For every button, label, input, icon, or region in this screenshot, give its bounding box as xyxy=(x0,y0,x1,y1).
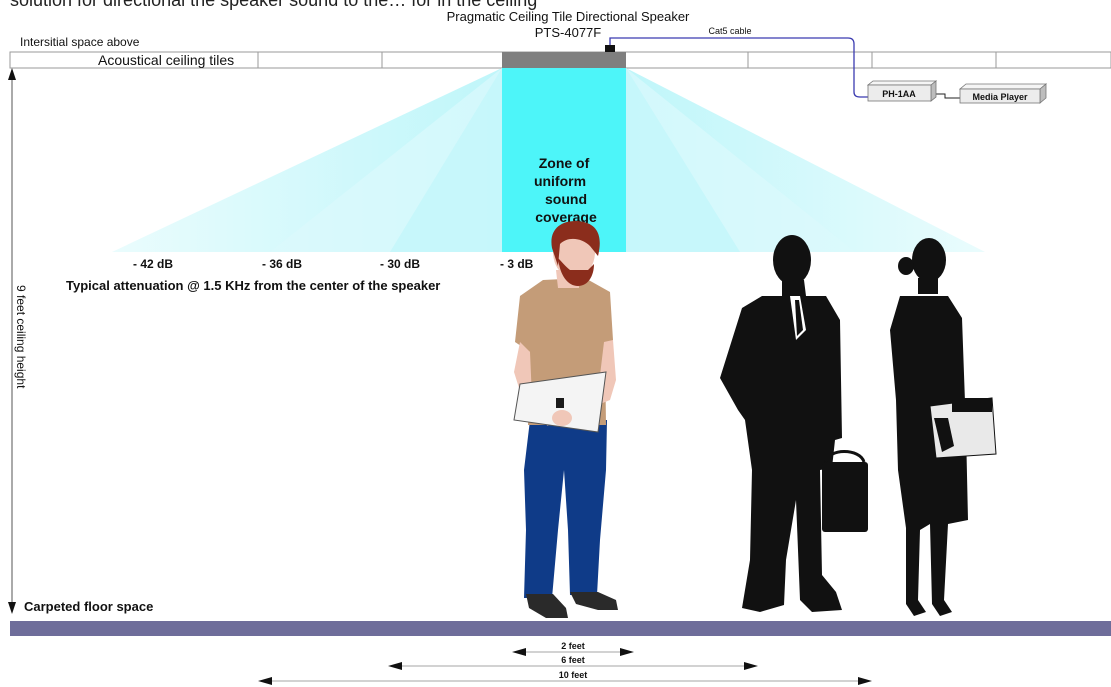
cat5-cable xyxy=(609,37,872,98)
ceiling-speaker xyxy=(502,52,626,68)
interstitial-label: Intersitial space above xyxy=(20,35,140,49)
attenuation-42: - 42 dB xyxy=(133,257,173,271)
attenuation-30: - 30 dB xyxy=(380,257,420,271)
svg-text:uniform: uniform xyxy=(534,173,586,189)
ceiling-height-arrow xyxy=(8,68,16,614)
cable-label: Cat5 cable xyxy=(708,26,751,36)
link-line xyxy=(928,93,960,99)
sound-beams xyxy=(112,68,985,252)
businesswoman-silhouette xyxy=(890,238,997,616)
dimension-6-feet-label: 6 feet xyxy=(561,655,585,665)
speaker-model: PTS-4077F xyxy=(535,25,602,40)
svg-text:sound: sound xyxy=(545,191,587,207)
dimension-10-feet-label: 10 feet xyxy=(559,670,588,680)
ceiling-height-label: 9 feet ceiling height xyxy=(14,285,28,389)
dimension-2-feet-label: 2 feet xyxy=(561,641,585,651)
attenuation-labels: - 42 dB - 36 dB - 30 dB - 3 dB xyxy=(133,257,534,271)
attenuation-3: - 3 dB xyxy=(500,257,534,271)
floor-label: Carpeted floor space xyxy=(24,599,153,614)
dimension-2-feet xyxy=(512,648,634,656)
zone-of-uniform-coverage xyxy=(502,68,626,252)
diagram-title: Pragmatic Ceiling Tile Directional Speak… xyxy=(447,9,690,24)
media-player-box: Media Player xyxy=(958,83,1048,104)
carpeted-floor xyxy=(10,621,1111,636)
media-player-label: Media Player xyxy=(972,92,1028,102)
man-with-laptop-figure xyxy=(513,221,618,618)
attenuation-note: Typical attenuation @ 1.5 KHz from the c… xyxy=(66,278,440,293)
businessman-silhouette xyxy=(720,235,868,612)
zone-label: Zone of uniform sound coverage xyxy=(534,155,597,225)
svg-text:Zone of: Zone of xyxy=(539,155,590,171)
speaker-connector xyxy=(605,45,615,52)
svg-text:coverage: coverage xyxy=(535,209,597,225)
dimension-6-feet xyxy=(388,662,758,670)
ph-1aa-label: PH-1AA xyxy=(882,89,916,99)
ceiling-tiles-label: Acoustical ceiling tiles xyxy=(98,52,234,68)
dimension-10-feet xyxy=(258,677,872,685)
ph-1aa-box: PH-1AA xyxy=(866,80,938,102)
cut-off-heading: solution for directional the speaker sou… xyxy=(10,0,537,10)
attenuation-36: - 36 dB xyxy=(262,257,302,271)
